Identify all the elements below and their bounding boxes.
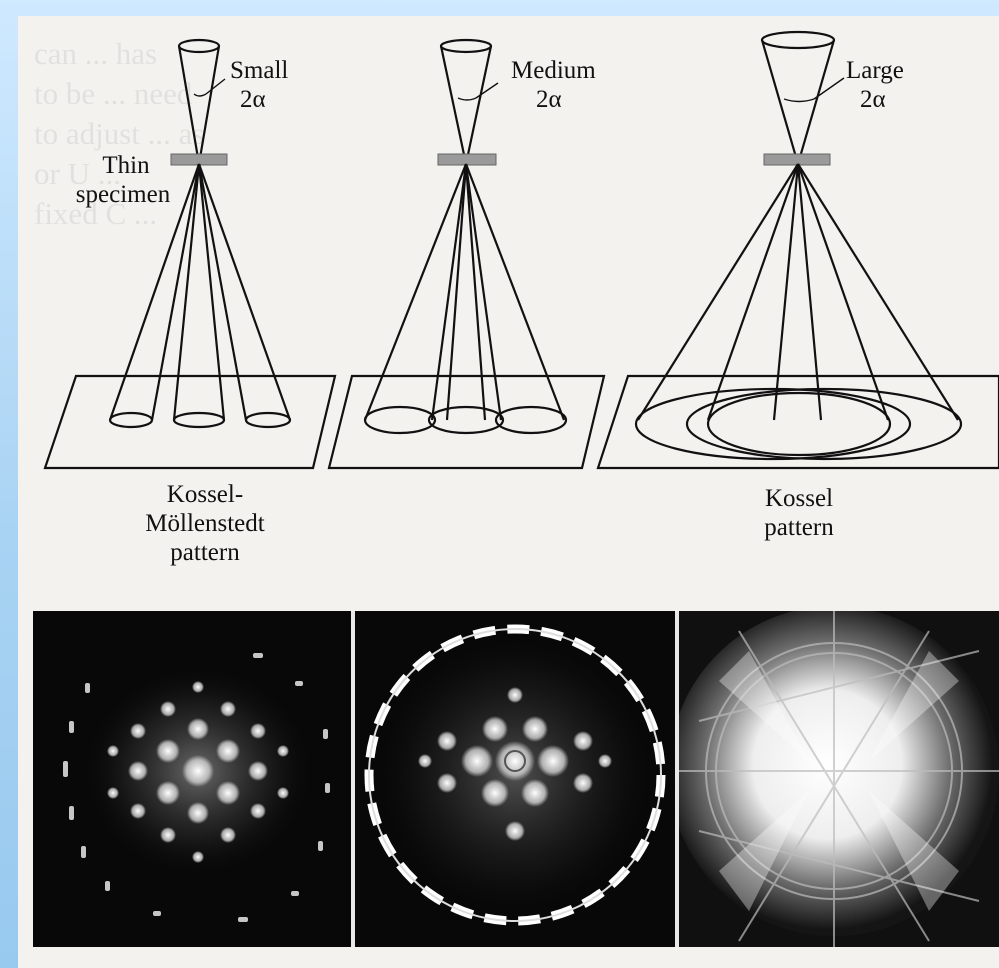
medium-cone-right-edge — [466, 46, 491, 164]
scanned-figure: can ... has to be ... need to adjust ...… — [18, 16, 999, 968]
medium-disk — [429, 407, 503, 433]
small-cone-right-edge — [199, 46, 219, 164]
kossel-label-line2: pattern — [724, 513, 874, 542]
thin-specimen-label: Thin specimen — [68, 151, 178, 209]
kossel-photo — [679, 611, 999, 947]
small-cone-label-line1: Small — [230, 56, 288, 85]
medium-cone-aperture — [441, 40, 491, 52]
large-beam-line — [798, 164, 888, 420]
specimen-bar-1 — [171, 154, 227, 165]
large-disk — [687, 389, 961, 459]
large-beam-line — [798, 164, 821, 420]
medium-cone-angle-arc — [458, 98, 476, 100]
large-cone-leader — [814, 78, 844, 99]
small-beam-line — [199, 164, 246, 420]
large-cone-aperture — [762, 32, 834, 48]
kossel-mollenstedt-line2: Möllenstedt — [105, 509, 305, 538]
large-beam-line — [638, 164, 798, 420]
kossel-label: Kossel pattern — [724, 484, 874, 542]
small-cone-group — [45, 40, 335, 468]
large-cone-label-line1: Large — [846, 56, 904, 85]
medium-beam-line — [466, 164, 564, 420]
medium-beam-line — [466, 164, 501, 420]
medium-disk — [365, 407, 435, 433]
medium-cone-leader — [476, 83, 498, 98]
small-cone-label: Small 2α — [230, 56, 288, 114]
medium-beam-line — [466, 164, 485, 420]
kossel-label-line1: Kossel — [724, 484, 874, 513]
medium-cone-label-line2: 2α — [511, 85, 596, 114]
large-cone-label-line2: 2α — [846, 85, 904, 114]
kossel-mollenstedt-line1: Kossel- — [105, 480, 305, 509]
small-disk — [174, 413, 224, 427]
screen-plane-2 — [329, 376, 604, 468]
specimen-bar-2 — [438, 154, 496, 165]
small-cone-left-edge — [179, 46, 199, 164]
specimen-bar-3 — [764, 154, 830, 165]
small-beam-line — [199, 164, 290, 420]
large-disk — [636, 389, 910, 459]
small-cone-angle-arc — [194, 94, 206, 96]
medium-disk — [496, 407, 566, 433]
large-beam-line — [798, 164, 958, 420]
large-beam-line — [708, 164, 798, 420]
large-cone-left-edge — [762, 40, 798, 164]
thin-specimen-label-line1: Thin — [68, 151, 178, 180]
large-cone-right-edge — [798, 40, 834, 164]
large-beam-line — [774, 164, 798, 420]
large-cone-label: Large 2α — [846, 56, 904, 114]
small-disk — [246, 413, 290, 427]
small-disk — [110, 413, 152, 427]
kossel-mollenstedt-line3: pattern — [105, 538, 305, 567]
intermediate-photo — [355, 611, 675, 947]
thin-specimen-label-line2: specimen — [68, 180, 178, 209]
small-cone-leader — [206, 79, 225, 94]
large-disk — [708, 393, 890, 455]
medium-cone-left-edge — [441, 46, 466, 164]
kossel-mollenstedt-label: Kossel- Möllenstedt pattern — [105, 480, 305, 567]
large-cone-angle-arc — [784, 99, 814, 102]
screen-plane-1 — [45, 376, 335, 468]
small-cone-label-line2: 2α — [230, 85, 288, 114]
large-cone-group — [598, 32, 999, 468]
medium-cone-label: Medium 2α — [511, 56, 596, 114]
small-cone-aperture — [179, 40, 219, 52]
kossel-mollenstedt-photo — [33, 611, 351, 947]
diffraction-photos — [33, 611, 999, 947]
medium-cone-label-line1: Medium — [511, 56, 596, 85]
